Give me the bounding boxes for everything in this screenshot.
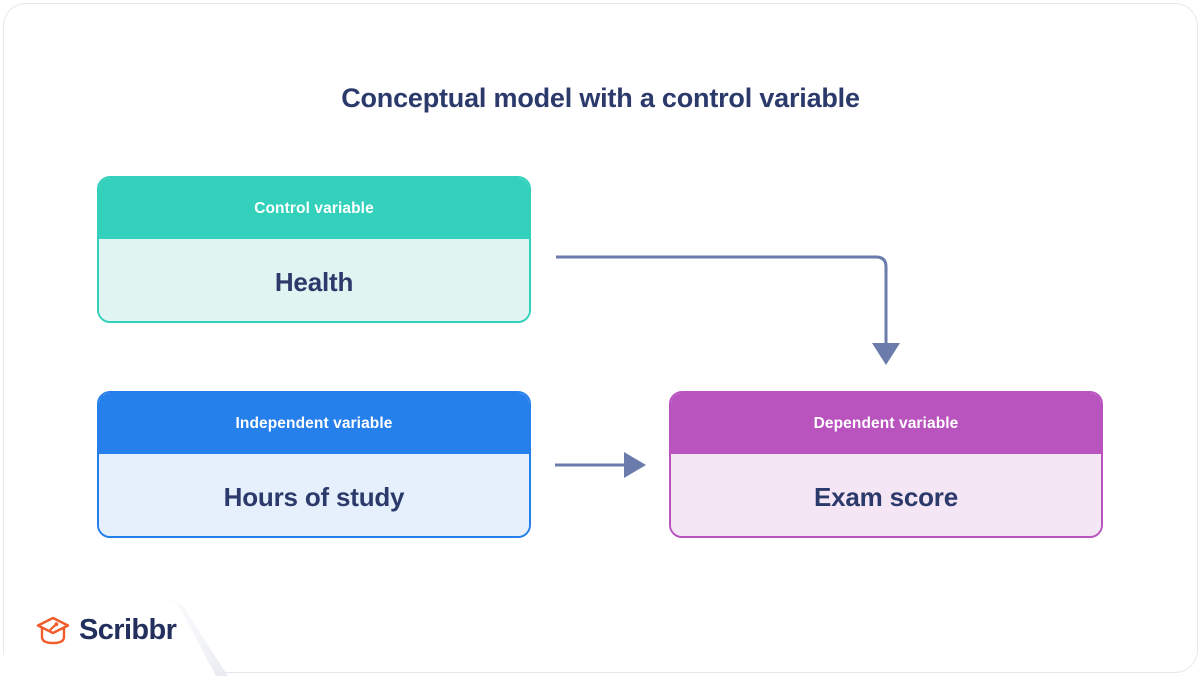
scribbr-logo-tab: Scribbr <box>4 596 236 676</box>
independent-variable-role-label: Independent variable <box>99 393 529 454</box>
scribbr-wordmark: Scribbr <box>79 614 177 646</box>
variable-box-dependent: Dependent variable Exam score <box>669 391 1103 538</box>
control-variable-role-label: Control variable <box>99 178 529 239</box>
control-variable-value-label: Health <box>99 239 529 321</box>
graduation-cap-icon <box>36 616 70 644</box>
card-background <box>4 4 1197 672</box>
dependent-variable-role-label: Dependent variable <box>671 393 1101 454</box>
scribbr-logo: Scribbr <box>36 614 177 647</box>
arrow-control-to-dependent <box>556 255 900 365</box>
variable-box-independent: Independent variable Hours of study <box>97 391 531 538</box>
independent-variable-value-label: Hours of study <box>99 454 529 536</box>
arrow-independent-to-dependent <box>555 452 646 478</box>
variable-box-control: Control variable Health <box>97 176 531 323</box>
page-title: Conceptual model with a control variable <box>341 83 860 113</box>
dependent-variable-value-label: Exam score <box>671 454 1101 536</box>
